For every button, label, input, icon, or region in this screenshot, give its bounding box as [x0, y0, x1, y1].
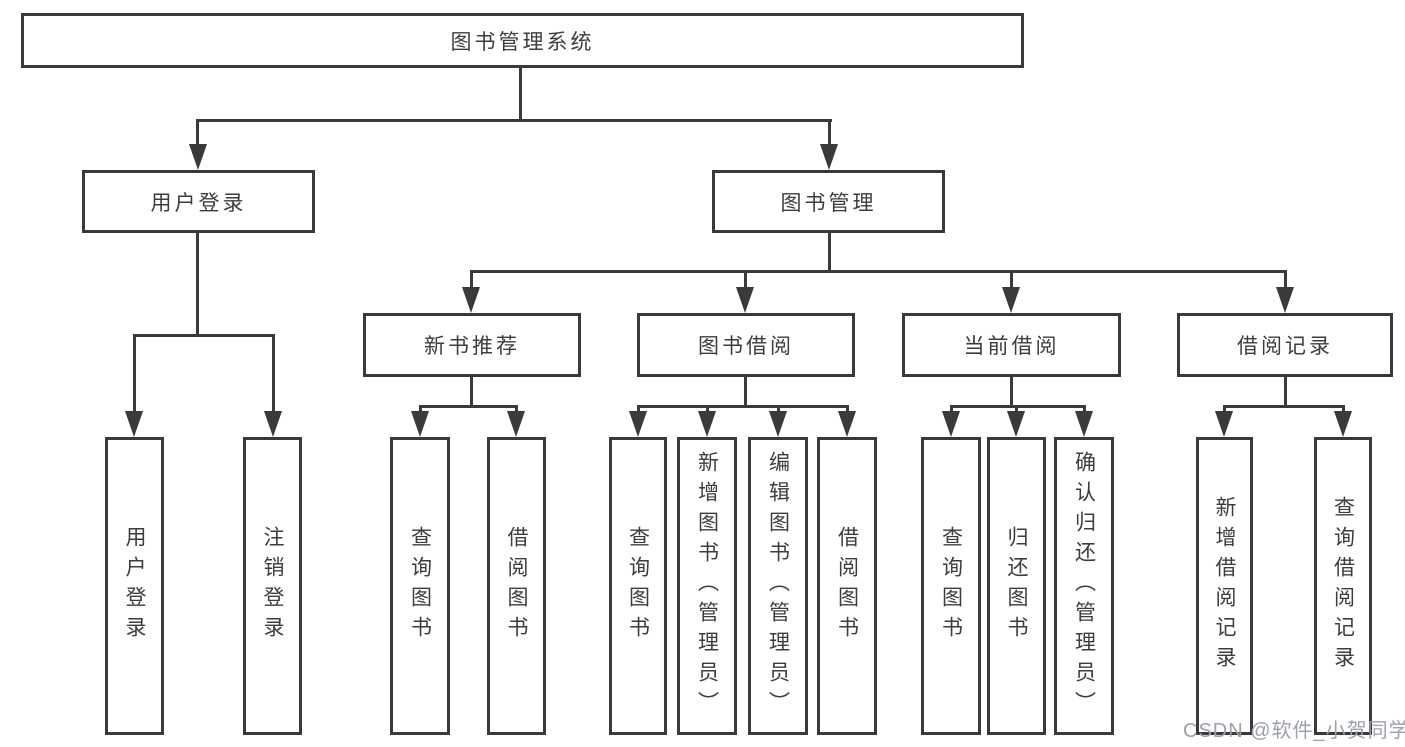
- node-leaf-nbr-query-book-label: 查询图书: [408, 526, 432, 646]
- node-leaf-cb-confirm-return: 确认归还（管理员）: [1054, 437, 1114, 735]
- arrow-to-nbr-borrow: [507, 411, 525, 437]
- node-leaf-bb-borrow-book-label: 借阅图书: [835, 526, 859, 646]
- connector-stub-bb-borrow: [846, 405, 849, 413]
- node-book-mgmt: 图书管理: [712, 170, 945, 233]
- connector-current-borrow-branch: [950, 405, 1086, 408]
- connector-stub-borrow-record: [1284, 270, 1287, 289]
- connector-stub-leaf-login: [133, 334, 136, 413]
- connector-borrow-record-branch: [1223, 405, 1345, 408]
- node-leaf-cb-query-book-label: 查询图书: [939, 526, 963, 646]
- node-book-mgmt-label: 图书管理: [780, 191, 877, 215]
- node-current-borrow: 当前借阅: [902, 313, 1121, 377]
- node-borrow-record: 借阅记录: [1177, 313, 1393, 377]
- arrow-to-bb-edit: [769, 411, 787, 437]
- connector-stub-bb-edit: [777, 405, 780, 413]
- node-borrow-record-label: 借阅记录: [1237, 335, 1333, 358]
- arrow-to-user-login: [189, 144, 207, 170]
- connector-stub-cb-query: [950, 405, 953, 413]
- node-leaf-bb-edit-book-label: 编辑图书（管理员）: [766, 451, 790, 721]
- connector-stub-nbr-borrow: [515, 405, 518, 413]
- connector-book-borrow-trunk: [744, 377, 747, 408]
- node-leaf-cb-return-book-label: 归还图书: [1005, 526, 1028, 646]
- node-leaf-bb-borrow-book: 借阅图书: [817, 437, 877, 735]
- node-leaf-logout: 注销登录: [243, 437, 302, 735]
- connector-stub-book-mgmt: [828, 119, 831, 147]
- connector-stub-user-login: [196, 119, 199, 147]
- node-book-borrow: 图书借阅: [637, 313, 855, 377]
- connector-book-mgmt-branch: [470, 270, 1286, 273]
- connector-new-book-branch: [419, 405, 518, 408]
- connector-borrow-record-trunk: [1284, 377, 1287, 408]
- connector-root-branch: [197, 119, 832, 122]
- connector-stub-cb-confirm: [1083, 405, 1086, 413]
- node-leaf-bb-edit-book: 编辑图书（管理员）: [748, 437, 808, 735]
- node-new-book-rec-label: 新书推荐: [424, 335, 520, 358]
- connector-book-mgmt-trunk: [828, 233, 831, 273]
- arrow-to-cb-return: [1007, 411, 1025, 437]
- node-new-book-rec: 新书推荐: [363, 313, 581, 377]
- node-leaf-bb-add-book-label: 新增图书（管理员）: [695, 451, 719, 721]
- connector-new-book-trunk: [470, 377, 473, 408]
- arrow-to-book-borrow: [736, 287, 754, 313]
- connector-user-login-branch: [133, 334, 274, 337]
- connector-stub-cb-return: [1015, 405, 1018, 413]
- node-user-login: 用户登录: [82, 170, 315, 233]
- arrow-to-book-mgmt: [820, 144, 838, 170]
- arrow-to-current-borrow: [1002, 287, 1020, 313]
- node-current-borrow-label: 当前借阅: [963, 335, 1060, 358]
- arrow-to-leaf-logout: [264, 411, 282, 437]
- arrow-to-borrow-record: [1276, 287, 1294, 313]
- connector-book-borrow-branch: [637, 405, 849, 408]
- connector-root-trunk: [519, 68, 522, 120]
- node-user-login-label: 用户登录: [150, 191, 247, 215]
- node-leaf-bb-query-book: 查询图书: [609, 437, 667, 735]
- arrow-to-br-query: [1334, 411, 1352, 437]
- node-leaf-br-add-record-label: 新增借阅记录: [1213, 496, 1236, 676]
- node-leaf-br-add-record: 新增借阅记录: [1196, 437, 1253, 735]
- node-leaf-user-login: 用户登录: [105, 437, 164, 735]
- connector-stub-book-borrow: [744, 270, 747, 289]
- connector-stub-new-book: [470, 270, 473, 289]
- connector-stub-nbr-query: [419, 405, 422, 413]
- connector-stub-bb-add: [706, 405, 709, 413]
- arrow-to-bb-borrow: [838, 411, 856, 437]
- node-leaf-bb-query-book-label: 查询图书: [626, 526, 650, 646]
- arrow-to-cb-query: [942, 411, 960, 437]
- node-leaf-user-login-label: 用户登录: [123, 526, 146, 646]
- connector-stub-current-borrow: [1010, 270, 1013, 289]
- node-root: 图书管理系统: [21, 13, 1024, 68]
- node-book-borrow-label: 图书借阅: [698, 335, 794, 358]
- connector-user-login-trunk: [196, 233, 199, 337]
- connector-stub-br-query: [1342, 405, 1345, 413]
- arrow-to-bb-query: [629, 411, 647, 437]
- node-leaf-cb-confirm-return-label: 确认归还（管理员）: [1072, 451, 1096, 721]
- connector-stub-br-add: [1223, 405, 1226, 413]
- connector-current-borrow-trunk: [1010, 377, 1013, 408]
- node-leaf-nbr-borrow-book: 借阅图书: [487, 437, 546, 735]
- node-leaf-cb-return-book: 归还图书: [987, 437, 1046, 735]
- arrow-to-new-book: [462, 287, 480, 313]
- node-leaf-nbr-borrow-book-label: 借阅图书: [505, 526, 528, 646]
- csdn-watermark: CSDN @软件_小贺同学: [1183, 720, 1405, 742]
- arrow-to-bb-add: [698, 411, 716, 437]
- arrow-to-br-add: [1215, 411, 1233, 437]
- arrow-to-nbr-query: [411, 411, 429, 437]
- node-leaf-br-query-record: 查询借阅记录: [1314, 437, 1372, 735]
- node-leaf-br-query-record-label: 查询借阅记录: [1331, 496, 1355, 676]
- arrow-to-leaf-login: [125, 411, 143, 437]
- connector-stub-bb-query: [637, 405, 640, 413]
- node-root-label: 图书管理系统: [450, 30, 595, 54]
- arrow-to-cb-confirm: [1075, 411, 1093, 437]
- node-leaf-bb-add-book: 新增图书（管理员）: [677, 437, 737, 735]
- node-leaf-logout-label: 注销登录: [261, 526, 284, 646]
- connector-stub-leaf-logout: [272, 334, 275, 413]
- node-leaf-cb-query-book: 查询图书: [921, 437, 981, 735]
- node-leaf-nbr-query-book: 查询图书: [390, 437, 450, 735]
